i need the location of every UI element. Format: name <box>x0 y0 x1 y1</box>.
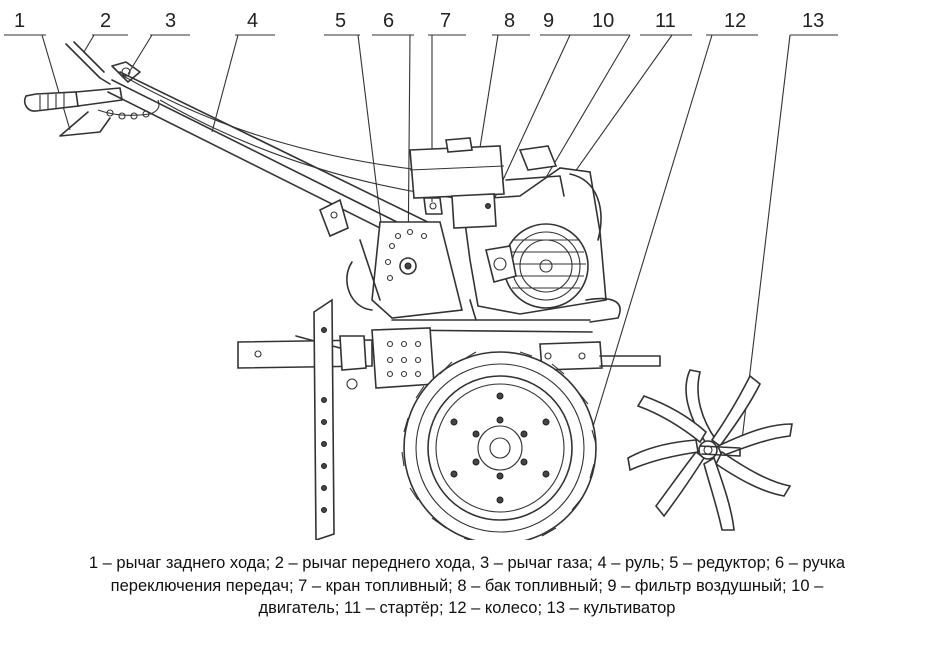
svg-text:11: 11 <box>655 10 676 32</box>
caption-line-2: переключения передач; 7 – кран топливный… <box>110 576 824 595</box>
svg-text:6: 6 <box>383 10 394 32</box>
throttle-lever <box>111 61 141 83</box>
handlebar <box>23 71 471 249</box>
callout-13: 13 <box>741 10 838 441</box>
svg-text:2: 2 <box>100 10 111 32</box>
svg-text:9: 9 <box>543 10 554 32</box>
svg-text:13: 13 <box>802 10 824 32</box>
wheel <box>401 351 597 540</box>
callout-12: 12 <box>591 10 758 431</box>
fuel-tank <box>409 137 505 199</box>
motoblock-diagram: 1 2 3 4 5 6 7 8 9 10 <box>4 10 838 540</box>
svg-text:8: 8 <box>504 10 515 32</box>
forward-lever <box>65 41 111 85</box>
svg-text:12: 12 <box>724 10 746 32</box>
depth-stop <box>313 298 335 540</box>
callout-2: 2 <box>83 10 128 53</box>
chassis <box>237 327 661 390</box>
callout-1: 1 <box>4 10 71 131</box>
svg-text:4: 4 <box>247 10 258 32</box>
fuel-cock <box>423 197 443 215</box>
svg-text:3: 3 <box>165 10 176 32</box>
svg-text:5: 5 <box>335 10 346 32</box>
callout-8: 8 <box>477 10 530 161</box>
caption-line-1: 1 – рычаг заднего хода; 2 – рычаг передн… <box>88 554 846 572</box>
svg-text:1: 1 <box>14 10 25 32</box>
callout-3: 3 <box>127 10 190 75</box>
reverse-lever <box>59 111 111 137</box>
gearbox <box>346 221 463 319</box>
svg-text:10: 10 <box>592 10 614 32</box>
air-filter <box>451 193 497 229</box>
svg-text:7: 7 <box>440 10 451 32</box>
caption: 1 – рычаг заднего хода; 2 – рычаг передн… <box>0 552 934 620</box>
caption-line-3: двигатель; 11 – стартёр; 12 – колесо; 13… <box>258 599 676 617</box>
callout-4: 4 <box>211 10 275 133</box>
cultivator <box>627 369 793 531</box>
starter <box>485 245 517 283</box>
